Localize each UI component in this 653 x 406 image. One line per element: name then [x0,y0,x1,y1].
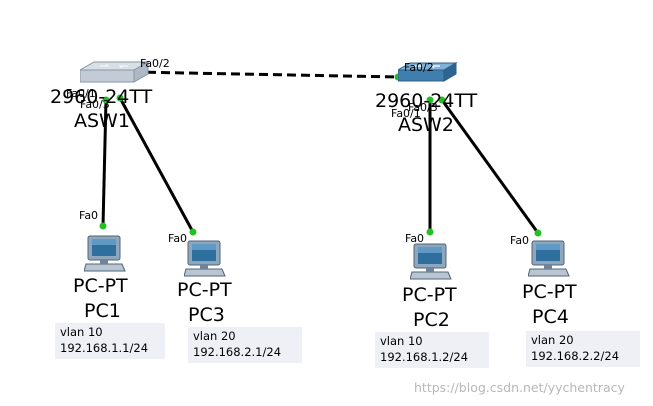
port-label: Fa0/3 [80,98,110,111]
device-name-label: PC2 [413,309,450,331]
note-box[interactable]: vlan 10 192.168.1.2/24 [375,332,489,369]
port-status-dot [102,96,110,104]
device-name-label: PC1 [84,300,121,322]
ip-address-label: 192.168.2.2/24 [531,348,620,363]
port-label: Fa0/1 [391,107,421,120]
device-model-label: 2960-24TT [50,86,153,108]
device-model-label: PC-PT [522,281,577,303]
watermark-text: https://blog.csdn.net/yychentracy [414,380,625,395]
pc-icon[interactable] [528,240,570,278]
device-name-label: PC4 [532,306,569,328]
port-status-dot [426,96,434,104]
note-box[interactable]: vlan 20 192.168.2.2/24 [526,331,640,368]
device-model-label: PC-PT [402,284,457,306]
port-status-dot [426,228,434,236]
pc-icon[interactable] [184,240,226,278]
vlan-label: vlan 20 [193,329,236,343]
switch-icon[interactable] [80,60,150,86]
port-status-dot [189,228,197,236]
port-label: Fa0 [510,234,530,247]
port-label: Fa0/1 [66,87,96,100]
device-model-label: PC-PT [177,279,232,301]
device-model-label: 2960-24TT [375,90,478,112]
ip-address-label: 192.168.2.1/24 [193,344,282,359]
ip-address-label: 192.168.1.2/24 [380,349,469,364]
link-asw1-pc3[interactable] [118,97,195,233]
port-label: Fa0 [79,209,99,222]
port-status-dot [534,229,542,237]
port-status-dot [116,94,124,102]
vlan-label: vlan 20 [531,333,574,347]
port-label: Fa0/3 [408,101,438,114]
port-status-dot [438,96,446,104]
link-asw1-pc1[interactable] [101,99,108,227]
ip-address-label: 192.168.1.1/24 [60,340,149,355]
device-name-label: ASW2 [398,114,454,136]
port-status-dot [99,222,107,230]
port-label: Fa0 [405,232,425,245]
port-label: Fa0 [168,232,188,245]
vlan-label: vlan 10 [380,334,423,348]
pc-icon[interactable] [84,235,126,273]
vlan-label: vlan 10 [60,325,103,339]
port-label: Fa0/2 [140,57,170,70]
device-name-label: ASW1 [74,110,130,132]
note-box[interactable]: vlan 20 192.168.2.1/24 [188,327,302,364]
port-label: Fa0/2 [404,61,434,74]
switch-icon[interactable] [398,62,458,86]
device-model-label: PC-PT [73,275,128,297]
device-name-label: PC3 [188,304,225,326]
pc-icon[interactable] [410,243,452,281]
note-box[interactable]: vlan 10 192.168.1.1/24 [55,323,165,360]
link-asw1-asw2-trunk[interactable] [132,70,399,79]
link-asw2-pc4[interactable] [440,99,540,234]
